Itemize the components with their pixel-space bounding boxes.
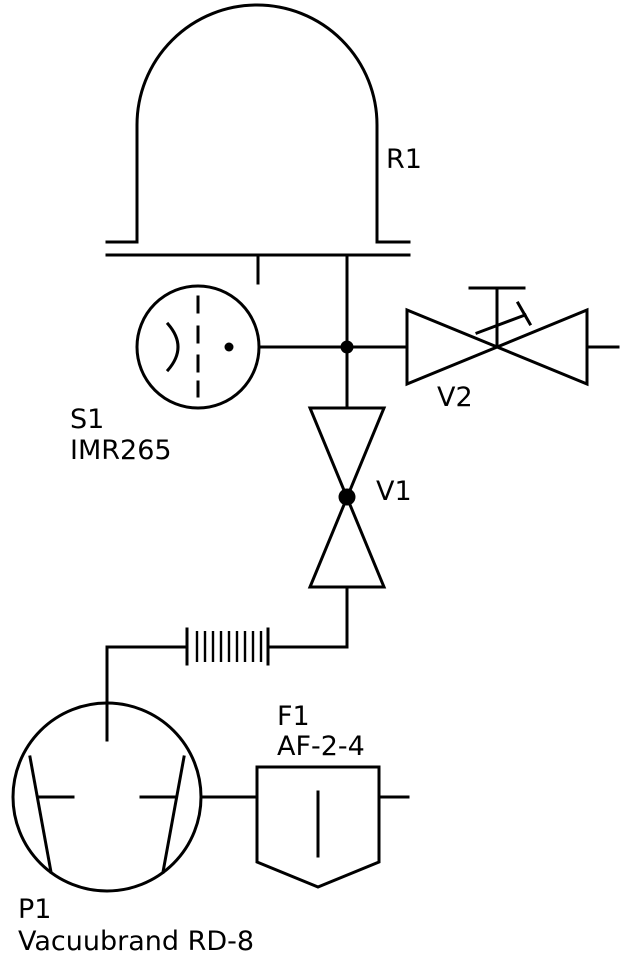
filter-f1	[255, 765, 410, 889]
filter-model: AF-2-4	[277, 731, 365, 762]
sensor-s1	[135, 284, 261, 410]
valve-v2-tag: V2	[437, 382, 473, 413]
valve-v1	[307, 406, 387, 589]
pump-model: Vacuubrand RD-8	[18, 926, 254, 957]
pump-inlet-line	[105, 645, 189, 742]
sensor-tag: S1	[70, 404, 104, 435]
bellows-connector	[185, 627, 270, 666]
valve-v2	[405, 286, 620, 387]
pump-p1	[11, 701, 203, 893]
valve-v1-tag: V1	[376, 476, 412, 507]
pump-tag: P1	[18, 894, 51, 925]
sensor-model: IMR265	[70, 435, 172, 466]
reactor-tag: R1	[386, 144, 422, 175]
junction-dot	[340, 340, 354, 354]
pump-line	[266, 585, 349, 649]
reactor-r1	[105, 3, 411, 285]
filter-tag: F1	[277, 701, 310, 732]
